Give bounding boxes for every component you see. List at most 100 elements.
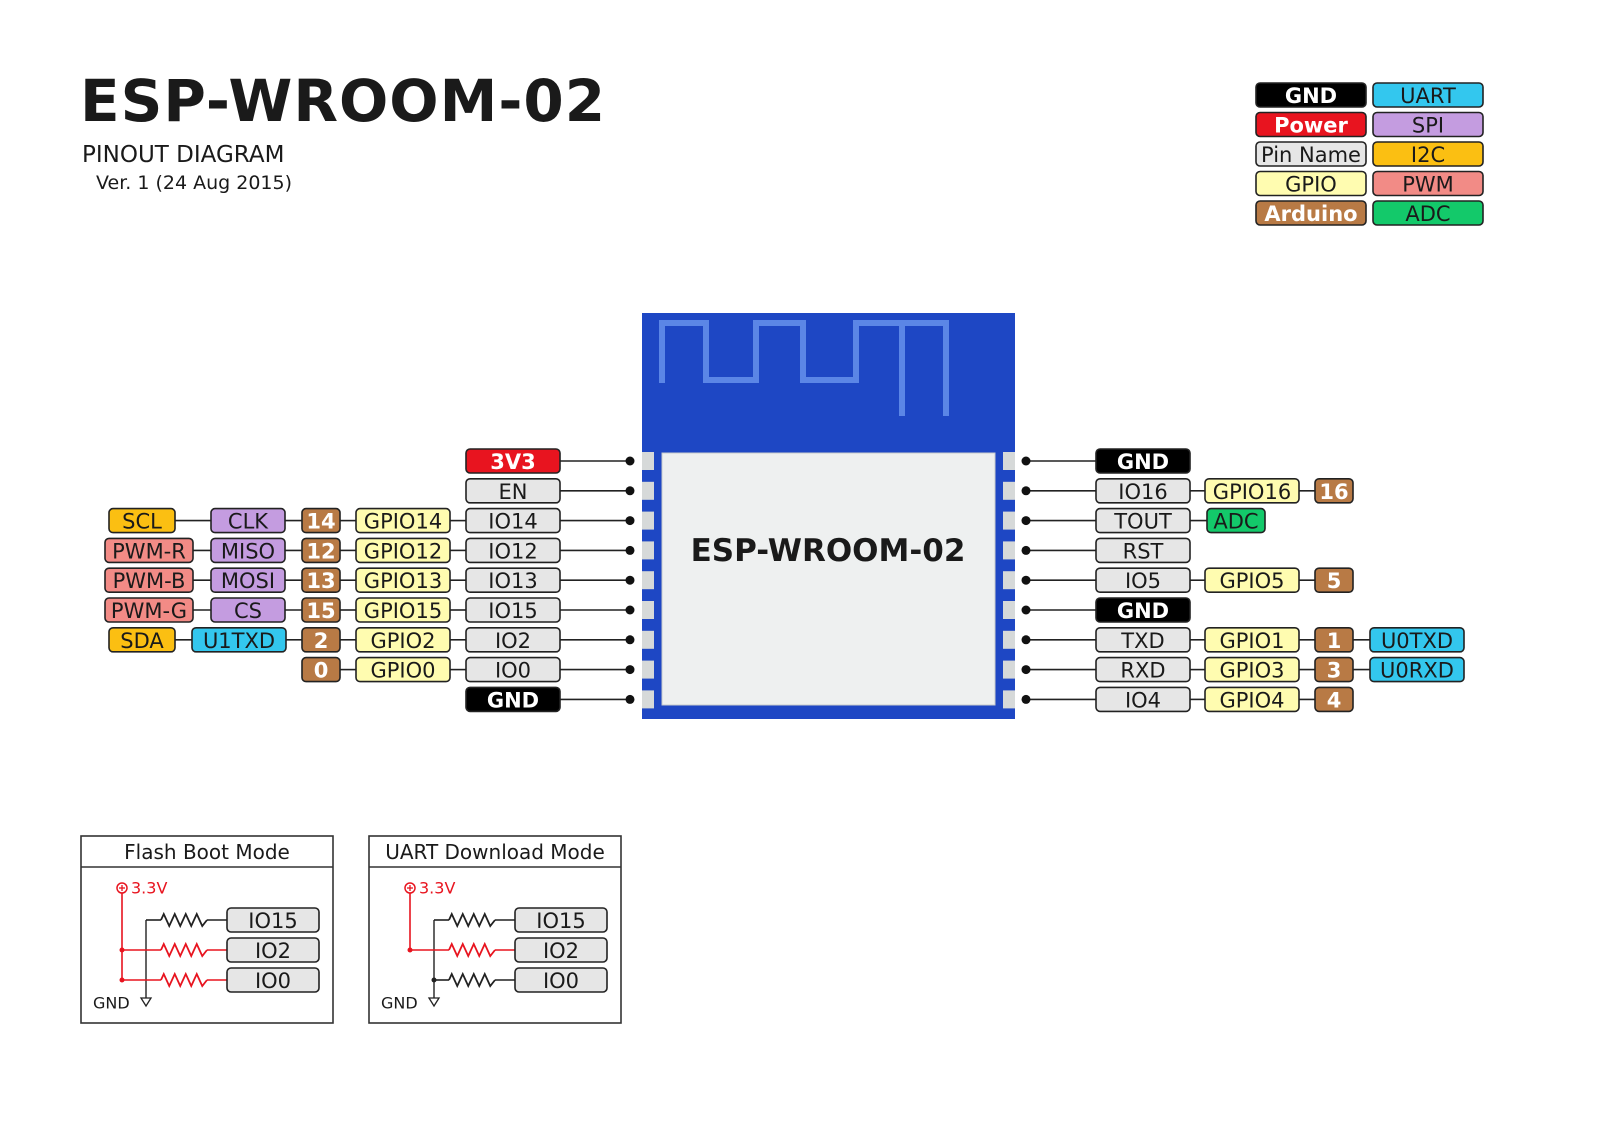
arduino-label: 0 (301, 656, 341, 683)
boot-pin-label-bg (514, 967, 608, 993)
gpio-label-text: GPIO13 (364, 569, 442, 593)
pin-label: 3V3 (465, 448, 561, 474)
legend-spi-bg (1372, 111, 1484, 138)
pin-dot (1021, 575, 1031, 585)
legend-pwm-text: PWM (1402, 173, 1454, 197)
adc-label-text: ADC (1213, 510, 1258, 534)
left-pin-row: GND (465, 686, 654, 712)
chip-pad (642, 541, 654, 560)
arduino-label: 13 (301, 567, 341, 593)
page-subtitle: PINOUT DIAGRAM (82, 142, 285, 168)
ground-symbol (427, 997, 441, 1008)
legend-uart-text: UART (1400, 84, 1456, 108)
boot-pin-label-bg (514, 907, 608, 933)
chip-pad (642, 571, 654, 590)
pin-label-bg (465, 448, 561, 474)
boot-pin-label-text: IO0 (255, 969, 291, 993)
supply-label: 3.3V (131, 879, 167, 898)
pin-dot (1021, 605, 1031, 615)
chip-pad (1003, 601, 1015, 619)
legend-uart-bg (1372, 82, 1484, 108)
chip-pad (1003, 511, 1015, 530)
resistor-symbol (448, 941, 496, 959)
arduino-label: 16 (1314, 477, 1354, 504)
gpio-label: GPIO2 (355, 626, 451, 653)
pin-label-text: IO13 (488, 569, 537, 593)
legend-spi-text: SPI (1412, 114, 1444, 138)
gpio-label-text: GPIO0 (370, 659, 435, 683)
gpio-label: GPIO12 (355, 537, 451, 563)
pin-dot (1021, 516, 1031, 526)
pin-dot (625, 694, 635, 704)
pin-dot (625, 456, 635, 466)
pin-label: RST (1095, 537, 1191, 563)
gpio-label: GPIO13 (355, 567, 451, 593)
func-label-text: U1TXD (203, 629, 275, 653)
gpio-label: GPIO3 (1204, 656, 1300, 683)
uart-label-text: U0RXD (1380, 659, 1454, 683)
chip-pad (642, 452, 654, 470)
gpio-label-text: GPIO15 (364, 599, 442, 623)
pin-label: GND (1095, 448, 1191, 474)
gpio-label: GPIO4 (1204, 686, 1300, 712)
left-pin-row: 3V3 (465, 448, 654, 474)
legend-i2c-bg (1372, 141, 1484, 167)
legend-gpio-text: GPIO (1285, 173, 1337, 197)
func-label-text: SCL (122, 510, 162, 534)
boot-mode-title: Flash Boot Mode (124, 840, 290, 864)
pin-dot (625, 545, 635, 555)
gpio-label: GPIO5 (1204, 567, 1300, 593)
func-label: CLK (210, 507, 286, 534)
pin-label-text: GND (1117, 599, 1169, 623)
boot-pin-label-text: IO15 (248, 909, 297, 933)
func-label-text: PWM-R (112, 539, 186, 563)
ground-symbol (139, 997, 153, 1008)
arduino-label-bg (1314, 567, 1354, 594)
gpio-label-text: GPIO14 (364, 510, 442, 534)
legend-adc-bg (1372, 200, 1484, 226)
func-label-bg (104, 537, 194, 564)
func-label: PWM-B (104, 567, 194, 593)
legend-arduino: Arduino (1255, 200, 1367, 226)
func-label-text: MOSI (221, 569, 275, 593)
arduino-label-text: 3 (1327, 659, 1342, 683)
legend-uart: UART (1372, 82, 1484, 108)
pin-label-text: IO5 (1125, 569, 1161, 593)
pin-label-text: GND (1117, 450, 1169, 474)
right-pin-row: GND (1003, 597, 1191, 623)
junction-dot (431, 977, 437, 983)
right-pin-row: TOUT ADC (1003, 507, 1266, 534)
func-label: PWM-G (104, 597, 194, 623)
func-label-bg (104, 597, 194, 623)
legend-arduino-text: Arduino (1264, 202, 1357, 226)
legend-gnd-text: GND (1285, 84, 1337, 108)
pin-dot (1021, 456, 1031, 466)
legend-i2c-text: I2C (1411, 143, 1445, 167)
left-pin-row: EN (465, 477, 654, 504)
boot-pin-label-bg (226, 967, 320, 993)
pin-label: IO13 (465, 567, 561, 593)
pin-label-text: GND (487, 688, 539, 712)
func-label-bg (108, 626, 176, 653)
boot-pin-label: IO2 (514, 937, 608, 963)
legend-gpio-bg (1255, 170, 1367, 197)
gpio-label-text: GPIO1 (1219, 629, 1284, 653)
arduino-label-text: 16 (1319, 480, 1348, 504)
boot-pin-label: IO15 (226, 907, 320, 933)
boot-pin-label: IO0 (226, 967, 320, 993)
legend-gnd: GND (1255, 82, 1367, 108)
pin-label: TOUT (1095, 507, 1191, 534)
arduino-label: 15 (301, 597, 341, 623)
resistor-symbol (448, 971, 496, 989)
supply-label: 3.3V (419, 879, 455, 898)
legend-pin: Pin Name (1255, 141, 1367, 167)
arduino-label: 1 (1314, 626, 1354, 653)
pin-label-text: IO4 (1125, 688, 1161, 712)
boot-pin-label-bg (514, 937, 608, 963)
